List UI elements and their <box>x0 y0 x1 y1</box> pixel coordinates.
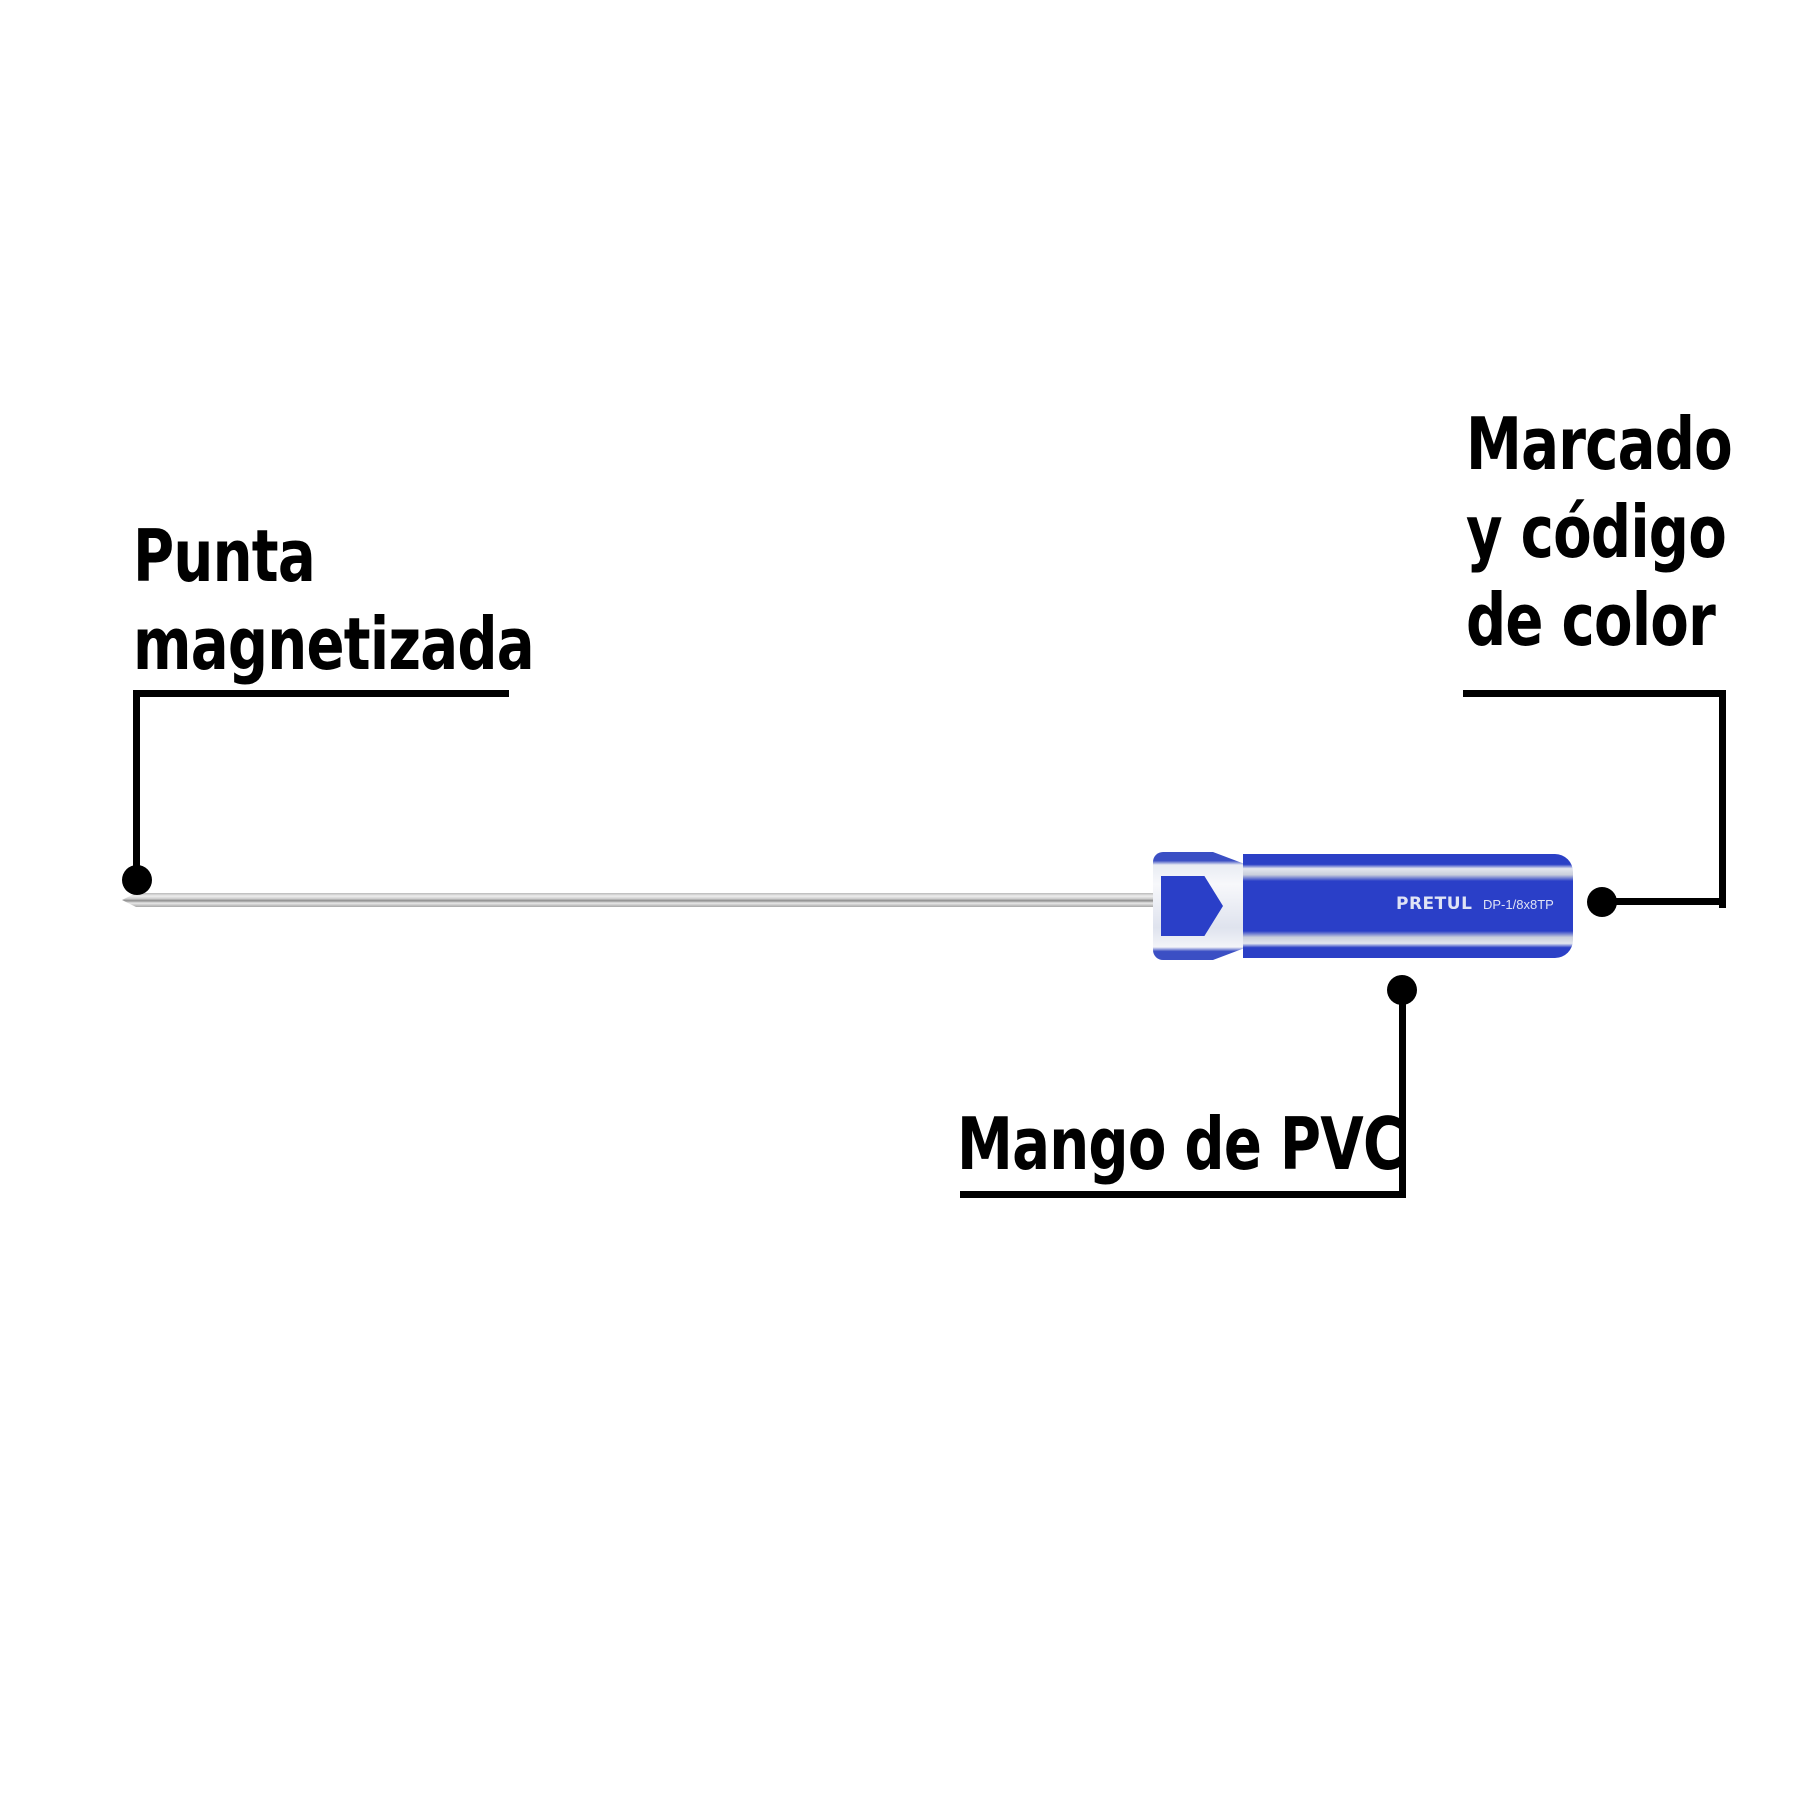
handle-neck-blue-insert <box>1161 876 1223 936</box>
callout-tip-line2: magnetizada <box>133 602 535 686</box>
callout-marking-dot <box>1587 887 1617 917</box>
callout-tip-label: Punta magnetizada <box>133 512 535 688</box>
handle-neck <box>1153 852 1253 960</box>
callout-handle-leader <box>1399 990 1406 1198</box>
screwdriver-shaft <box>122 893 1172 907</box>
handle-code-text: DP-1/8x8TP <box>1483 897 1554 912</box>
screwdriver-handle: PRETUL DP-1/8x8TP <box>1153 852 1573 960</box>
callout-marking-label: Marcado y código de color <box>1466 400 1733 664</box>
callout-marking-leader-vertical <box>1719 690 1726 908</box>
callout-tip-leader <box>133 690 140 880</box>
callout-tip-dot <box>122 865 152 895</box>
handle-body <box>1243 854 1573 958</box>
handle-brand-text: PRETUL <box>1396 894 1473 914</box>
callout-handle-line1: Mango de PVC <box>957 1102 1404 1186</box>
callout-marking-line3: de color <box>1466 578 1716 662</box>
callout-handle-underline <box>960 1191 1406 1198</box>
callout-tip-line1: Punta <box>133 514 316 598</box>
callout-tip-underline <box>133 690 509 697</box>
callout-marking-line2: y código <box>1466 490 1727 574</box>
callout-marking-underline <box>1463 690 1726 697</box>
callout-marking-leader-horizontal <box>1601 898 1726 905</box>
callout-handle-dot <box>1387 975 1417 1005</box>
callout-marking-line1: Marcado <box>1466 402 1733 486</box>
callout-handle-label: Mango de PVC <box>957 1100 1404 1188</box>
